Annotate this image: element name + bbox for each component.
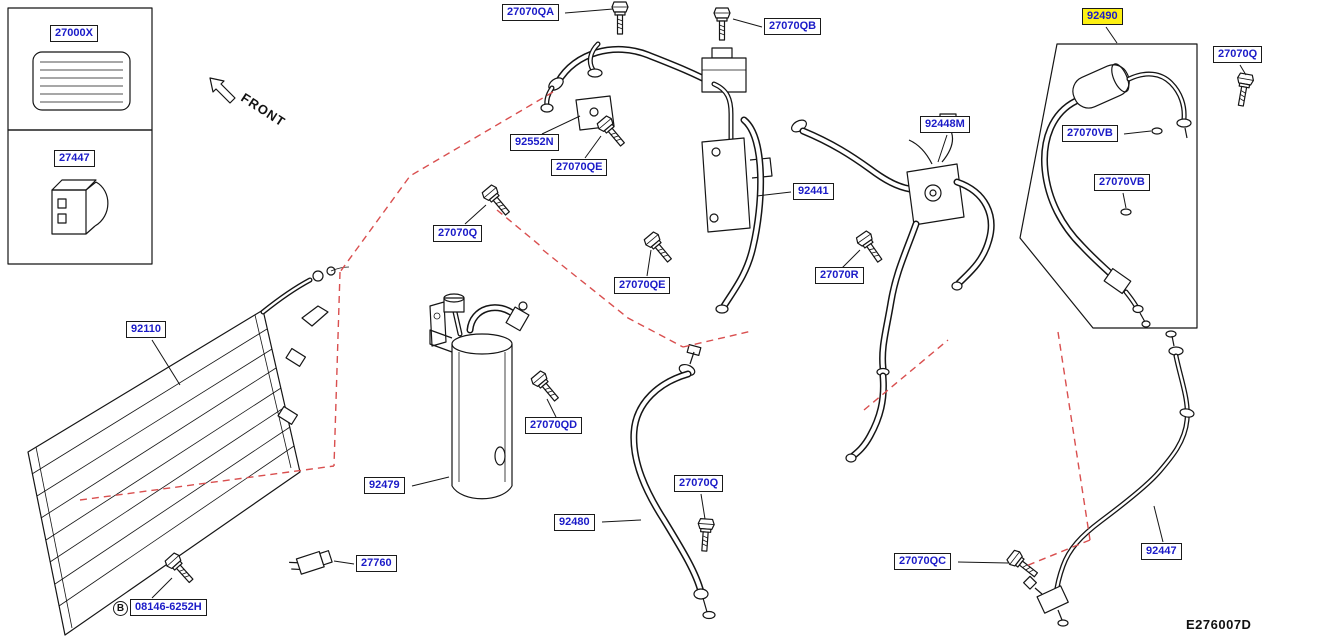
part-label-92448m[interactable]: 92448M	[920, 116, 970, 133]
part-label-27070qa[interactable]: 27070QA	[502, 4, 560, 21]
part-label-92479[interactable]: 92479	[364, 477, 405, 494]
bolt-icon-27070qe-2	[642, 230, 677, 267]
part-label-92480[interactable]: 92480	[554, 514, 595, 531]
bolt-icon-27070q-1	[480, 183, 515, 220]
part-label-27070qb[interactable]: 27070QB	[764, 18, 822, 35]
part-label-27760[interactable]: 27760	[356, 555, 397, 572]
label-leader-lines	[151, 8, 1247, 599]
bolt-icon-27070qb	[713, 7, 731, 41]
receiver-drier-art	[429, 293, 530, 500]
part-label-92110[interactable]: 92110	[126, 321, 166, 338]
part-label-27070qd[interactable]: 27070QD	[525, 417, 583, 434]
hose-92480-art	[630, 343, 716, 620]
part-label-27070q-1[interactable]: 27070Q	[1213, 46, 1263, 63]
front-label: FRONT	[238, 90, 288, 130]
part-label-08146-6252h[interactable]: 08146-6252H	[130, 599, 207, 616]
part-label-27070r[interactable]: 27070R	[815, 267, 864, 284]
part-label-27070q-2[interactable]: 27070Q	[433, 225, 483, 242]
bolt-ref-marker: B	[113, 601, 128, 616]
part-label-27070qc[interactable]: 27070QC	[894, 553, 952, 570]
part-label-27000x[interactable]: 27000X	[50, 25, 98, 42]
part-label-27070vb-1[interactable]: 27070VB	[1062, 125, 1118, 142]
part-label-92552n[interactable]: 92552N	[510, 134, 559, 151]
dashed-leader-lines	[79, 91, 1091, 567]
sensor-27760-art	[289, 550, 333, 575]
part-label-27070qe-1[interactable]: 27070QE	[551, 159, 608, 176]
bolt-icon-27070qa	[611, 1, 629, 35]
diagram-code: E276007D	[1186, 617, 1252, 632]
part-label-92490[interactable]: 92490	[1082, 8, 1123, 25]
front-arrow-icon: FRONT	[209, 77, 288, 130]
inset-box-27447	[7, 129, 153, 265]
assembly-92448m-art	[791, 113, 995, 463]
part-label-92441[interactable]: 92441	[793, 183, 834, 200]
part-label-27070qe-2[interactable]: 27070QE	[614, 277, 671, 294]
bolt-icon-27070q-3	[1232, 72, 1255, 108]
bolt-icon-27070qd	[529, 369, 564, 406]
pipe-assembly-92441-art	[540, 41, 773, 314]
part-label-27070q-3[interactable]: 27070Q	[674, 475, 724, 492]
assembly-92490-art	[1019, 43, 1198, 329]
bolt-icon-27070qc	[1005, 548, 1042, 582]
part-label-27070vb-2[interactable]: 27070VB	[1094, 174, 1150, 191]
pipe-92447-art	[1023, 330, 1195, 627]
condenser-art	[27, 266, 350, 636]
part-label-27447[interactable]: 27447	[54, 150, 95, 167]
bolt-icon-27070q-2	[695, 517, 716, 553]
part-label-92447[interactable]: 92447	[1141, 543, 1182, 560]
bolt-icon-27070r	[854, 229, 887, 266]
